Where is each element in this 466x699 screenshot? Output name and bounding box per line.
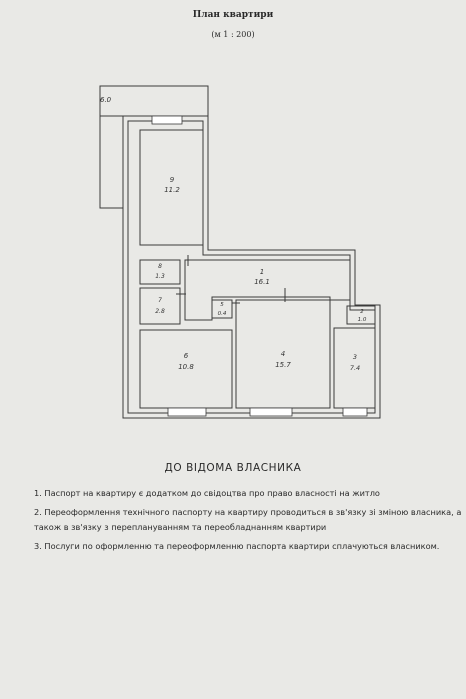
- room-3-area: 7.4: [350, 364, 360, 372]
- room-4-number: 4: [281, 350, 285, 358]
- room-7-outline: [139, 287, 181, 325]
- room-6-area: 10.8: [178, 363, 194, 371]
- notice-title: ДО ВІДОМА ВЛАСНИКА: [164, 462, 302, 474]
- notice-list: 1. Паспорт на квартиру є додатком до сві…: [34, 486, 462, 558]
- outer-wall: [122, 115, 381, 419]
- room-7-area: 2.8: [155, 308, 165, 315]
- room-1-number: 1: [260, 268, 264, 276]
- room-9-number: 9: [170, 176, 175, 184]
- room-7-number: 7: [158, 297, 162, 304]
- room-8-area: 1.3: [155, 273, 165, 280]
- room-8-outline: [139, 259, 181, 285]
- notice-item-1: 1. Паспорт на квартиру є додатком до сві…: [34, 488, 380, 498]
- notice-item-3: 3. Послуги по оформленню та переоформлен…: [34, 541, 440, 551]
- window-room-4: [249, 407, 293, 417]
- floor-plan: 6.0 9 11.2 8 1.3 1 16.1 7 2.8 5 0.4 2 1.…: [99, 85, 381, 419]
- room-5-outline: [211, 299, 233, 319]
- plan-title: План квартири: [192, 10, 274, 20]
- room-1-area: 16.1: [254, 278, 270, 286]
- room-2-area: 1.0: [358, 317, 367, 323]
- balcony-outline: [99, 85, 209, 117]
- room-3-number: 3: [353, 353, 357, 361]
- room-6-number: 6: [184, 352, 189, 360]
- room-9-area: 11.2: [164, 186, 180, 194]
- room-9-outline: [139, 129, 204, 246]
- room-2-number: 2: [360, 309, 364, 315]
- window-room-6: [167, 407, 207, 417]
- room-5-area: 0.4: [218, 311, 227, 317]
- notice-item-2: 2. Переоформлення технічного паспорту на…: [34, 507, 462, 532]
- room-2-outline: [346, 305, 376, 325]
- room-1-outline: [184, 259, 351, 321]
- room-8-number: 8: [158, 263, 162, 270]
- plan-scale: (м 1 : 200): [211, 30, 255, 39]
- room-5-number: 5: [220, 302, 224, 308]
- window-room-9: [151, 115, 183, 125]
- balcony-area-label: 6.0: [100, 96, 112, 104]
- window-room-3: [342, 407, 368, 417]
- room-4-area: 15.7: [275, 361, 291, 369]
